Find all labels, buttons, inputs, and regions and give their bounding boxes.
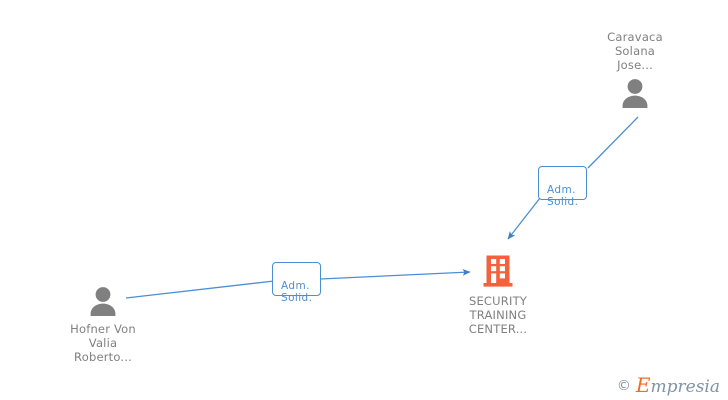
edge-line-right-lower — [507, 197, 541, 240]
brand-logo-text: Empresia — [636, 375, 720, 396]
person-icon — [555, 78, 715, 108]
node-company-center[interactable]: SECURITY TRAINING CENTER... — [413, 254, 583, 336]
node-person-right-label: Caravaca Solana Jose... — [607, 30, 663, 72]
node-person-left[interactable]: Hofner Von Valia Roberto... — [23, 286, 183, 364]
node-person-left-label: Hofner Von Valia Roberto... — [70, 322, 136, 364]
edge-line-left-second — [319, 268, 471, 280]
copyright-icon: © — [616, 377, 631, 394]
edge-line-right-upper — [587, 116, 639, 169]
node-person-right[interactable]: Caravaca Solana Jose... — [555, 30, 715, 108]
edge-label-left-text: Adm. Solid. — [281, 279, 313, 305]
edge-label-right-text: Adm. Solid. — [547, 183, 579, 209]
node-company-center-label: SECURITY TRAINING CENTER... — [468, 294, 528, 336]
empresia-watermark: © Empresia — [617, 375, 720, 396]
edge-line-left-first — [125, 280, 275, 299]
edge-label-left[interactable]: Adm. Solid. — [272, 262, 321, 304]
person-icon — [23, 286, 183, 316]
building-icon — [413, 254, 583, 288]
brand-initial: E — [635, 373, 651, 397]
brand-rest: mpresia — [650, 377, 721, 397]
edge-label-right[interactable]: Adm. Solid. — [538, 166, 587, 208]
